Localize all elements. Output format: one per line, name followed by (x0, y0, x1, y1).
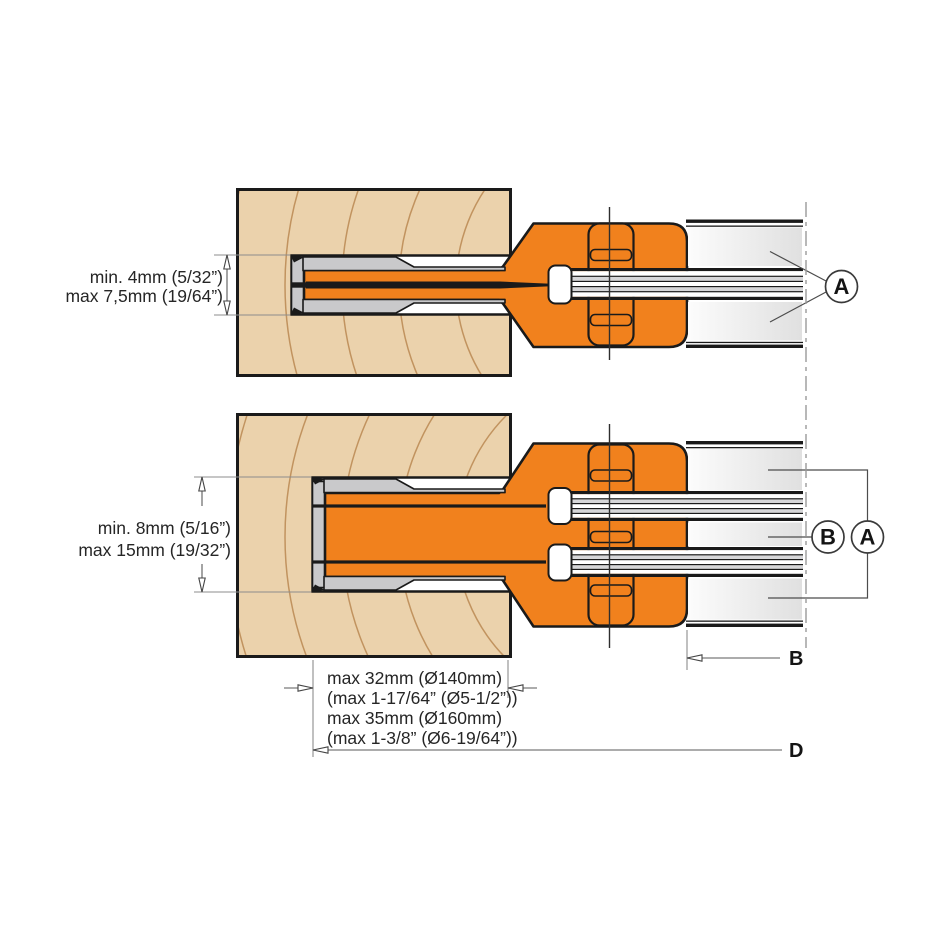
depth-label-top-line1: min. 4mm (5/32”) (90, 267, 223, 287)
width-spec-line2: (max 1-17/64” (Ø5-1/2”)) (327, 688, 518, 708)
callout-b-letter: B (820, 525, 836, 550)
callout-a-top-letter: A (834, 274, 850, 299)
cutter-slot-upper-bottom (313, 504, 546, 508)
width-spec-line4: (max 1-3/8” (Ø6-19/64”)) (327, 728, 518, 748)
callout-b-circle (811, 520, 845, 554)
nose-plate-bottom (311, 480, 326, 589)
depth-label-top-line2: max 7,5mm (19/64”) (65, 286, 223, 306)
shim-stack-lower-bottom (560, 547, 803, 577)
callout-a-top-circle (824, 269, 859, 304)
groove-depth-dimension-bottom: min. 8mm (5/16”) max 15mm (19/32”) (78, 476, 311, 593)
spacer-block-upper-bottom (547, 487, 573, 525)
callout-a-bottom-letter: A (860, 525, 876, 550)
callout-a-bottom: A (768, 469, 885, 599)
cutter-knives-bottom (311, 477, 506, 592)
dimension-d-label: D (789, 740, 803, 762)
arbor-bottom (686, 441, 803, 627)
groove-depth-dimension-top: min. 4mm (5/32”) max 7,5mm (19/64”) (65, 254, 290, 316)
callout-a-top: A (769, 250, 859, 323)
callout-a-bottom-circle (850, 520, 885, 554)
cutter-slot-lower-bottom (313, 560, 546, 564)
spacer-block-lower-bottom (547, 543, 573, 582)
adjustment-nut-bottom (587, 443, 635, 627)
shim-stack-top (560, 268, 803, 300)
width-dimension-annotations: max 32mm (Ø140mm) (max 1-17/64” (Ø5-1/2”… (284, 630, 803, 762)
spacer-block-top (547, 264, 573, 305)
cutter-slot-top (306, 281, 548, 289)
arbor-top (686, 219, 803, 348)
wood-border-bottom (236, 413, 512, 658)
width-spec-line3: max 35mm (Ø160mm) (327, 708, 502, 728)
cutter-knives-top (290, 255, 506, 315)
depth-label-bottom-line2: max 15mm (19/32”) (78, 540, 231, 560)
top-cross-section: A min. 4mm (5/32”) max 7,5mm (19/64”) (65, 188, 859, 377)
width-spec-line1: max 32mm (Ø140mm) (327, 668, 502, 688)
bottom-cross-section: B A min. 8mm (5/16”) max 15mm (19/32”) (78, 413, 885, 658)
dimension-b-label: B (789, 648, 803, 670)
shim-stack-upper-bottom (560, 491, 803, 521)
wood-border-top (236, 188, 512, 377)
depth-label-bottom-line1: min. 8mm (5/16”) (98, 518, 231, 538)
callout-b-bottom: B (768, 520, 845, 554)
